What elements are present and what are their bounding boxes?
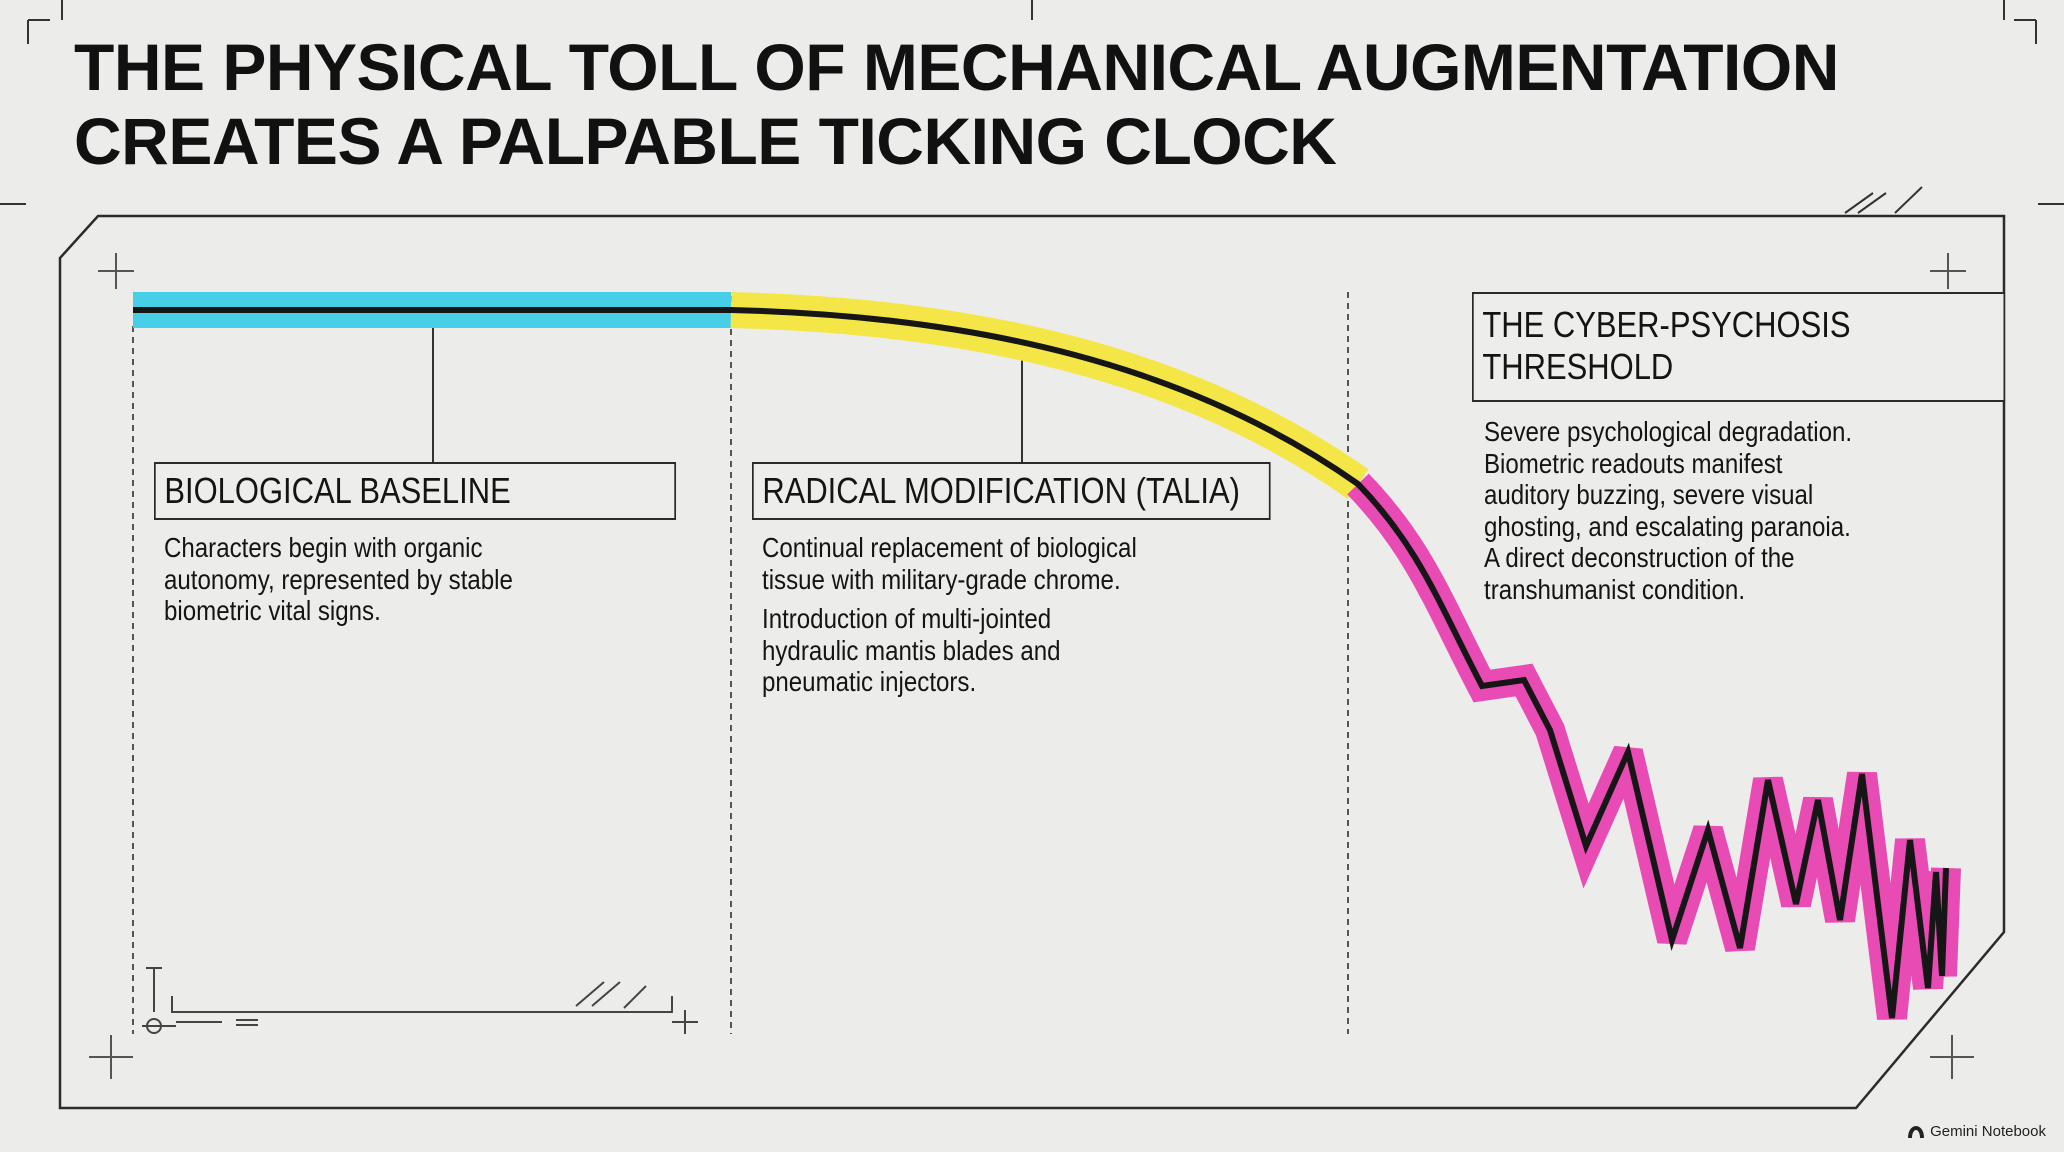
notebook-logo-icon — [1908, 1125, 1925, 1138]
phase-label-text-line-2: THRESHOLD — [1482, 346, 1674, 387]
phase-label-text-line-1: THE CYBER-PSYCHOSIS — [1482, 304, 1851, 345]
branding: Gemini Notebook — [1907, 1123, 2046, 1140]
vital-sign-trace — [133, 307, 1949, 1019]
label-connectors — [432, 326, 1023, 462]
description-paragraph: Introduction of multi-jointed hydraulic … — [762, 603, 1061, 697]
phase-label-radical-modification: RADICAL MODIFICATION (TALIA) — [752, 462, 1271, 520]
page-title: THE PHYSICAL TOLL OF MECHANICAL AUGMENTA… — [74, 30, 1839, 178]
phase-dividers — [132, 292, 1349, 1034]
page-corner-marks — [0, 0, 2064, 214]
phase-label-text: BIOLOGICAL BASELINE — [164, 470, 511, 511]
modification-segment — [730, 292, 1369, 499]
phase-description-biological-baseline: Characters begin with organic autonomy, … — [164, 532, 594, 635]
description-paragraph: Characters begin with organic autonomy, … — [164, 532, 513, 626]
phase-description-cyber-psychosis: Severe psychological degradation. Biomet… — [1484, 416, 1854, 613]
tech-bracket-decoration — [142, 967, 698, 1034]
phase-label-cyber-psychosis-threshold: THE CYBER-PSYCHOSIS THRESHOLD — [1472, 292, 2006, 402]
phase-description-radical-modification: Continual replacement of biological tiss… — [762, 532, 1149, 706]
title-line-1: THE PHYSICAL TOLL OF MECHANICAL AUGMENTA… — [74, 30, 1839, 104]
branding-text: Gemini Notebook — [1930, 1123, 2046, 1140]
title-line-2: CREATES A PALPABLE TICKING CLOCK — [74, 104, 1337, 178]
phase-label-text: RADICAL MODIFICATION (TALIA) — [762, 470, 1240, 511]
description-paragraph: Continual replacement of biological tiss… — [762, 532, 1137, 595]
phase-label-biological-baseline: BIOLOGICAL BASELINE — [154, 462, 677, 520]
crosshair-marks — [89, 253, 1974, 1079]
description-paragraph: Severe psychological degradation. Biomet… — [1484, 416, 1853, 605]
panel-frame — [58, 214, 2006, 1110]
